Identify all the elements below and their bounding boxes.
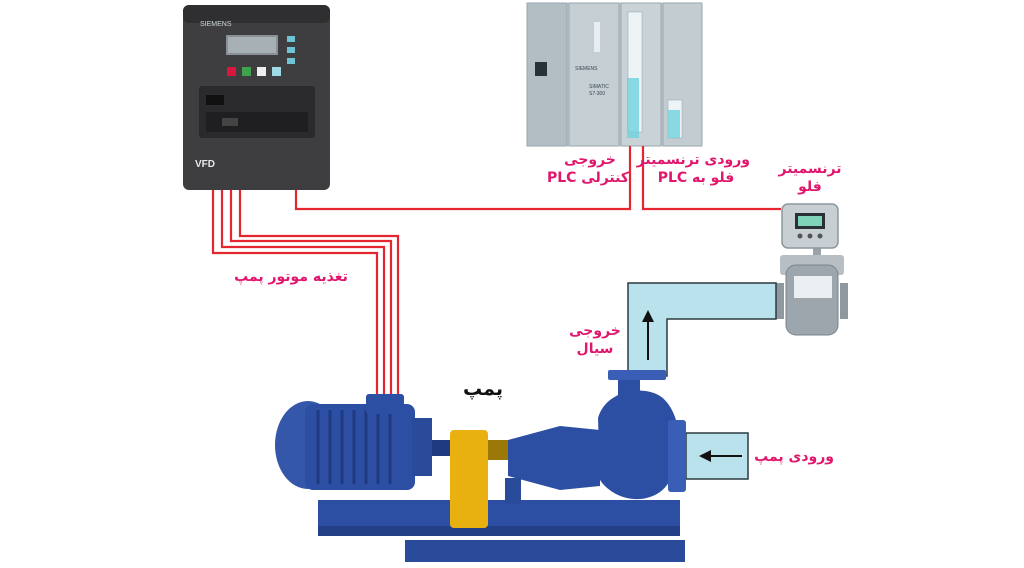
motor-supply-text: تغذیه موتور پمپ	[234, 269, 348, 285]
pump-label: پمپ	[458, 378, 508, 400]
fluid-outlet-line2: سیال	[576, 341, 614, 357]
plc-output-line1: خروجی	[564, 152, 616, 168]
flow-input-line2: فلو به PLC	[657, 170, 735, 186]
pump-inlet-text: ورودی پمپ	[754, 449, 834, 465]
plc-output-label: خروجی کنترلی PLC	[546, 151, 629, 187]
vfd-brand: SIEMENS	[200, 21, 232, 28]
motor-supply-label: تغذیه موتور پمپ	[232, 268, 350, 286]
wires	[211, 146, 781, 398]
flow-transmitter-line1: ترنسمیتر	[778, 161, 842, 177]
flow-input-line1: ورودی ترنسمیتر	[636, 152, 750, 168]
pump-text: پمپ	[463, 378, 503, 400]
fluid-outlet-label: خروجی سیال	[566, 322, 624, 358]
inlet-pipe	[685, 432, 749, 480]
pump-inlet-label: ورودی پمپ	[754, 448, 834, 466]
flow-input-label: ورودی ترنسمیتر فلو به PLC	[636, 151, 750, 187]
plc-model-line1: SIMATIC	[589, 84, 609, 90]
plc-output-line2: کنترلی PLC	[546, 170, 629, 186]
arrow-left-icon	[699, 450, 742, 462]
vfd-label: VFD	[195, 159, 215, 170]
vfd-unit: SIEMENS VFD	[183, 5, 330, 190]
plc-model-line2: S7-300	[589, 91, 605, 97]
pump-assembly	[275, 370, 686, 562]
plc-brand: SIEMENS	[575, 66, 598, 72]
outlet-pipe	[627, 282, 777, 377]
flow-transmitter	[772, 203, 848, 336]
fluid-outlet-line1: خروجی	[569, 323, 621, 339]
flow-transmitter-line2: فلو	[798, 179, 822, 195]
flow-transmitter-label: ترنسمیتر فلو	[776, 160, 844, 196]
arrow-up-icon	[642, 310, 654, 360]
plc-unit: SIEMENS SIMATIC S7-300	[526, 2, 703, 147]
